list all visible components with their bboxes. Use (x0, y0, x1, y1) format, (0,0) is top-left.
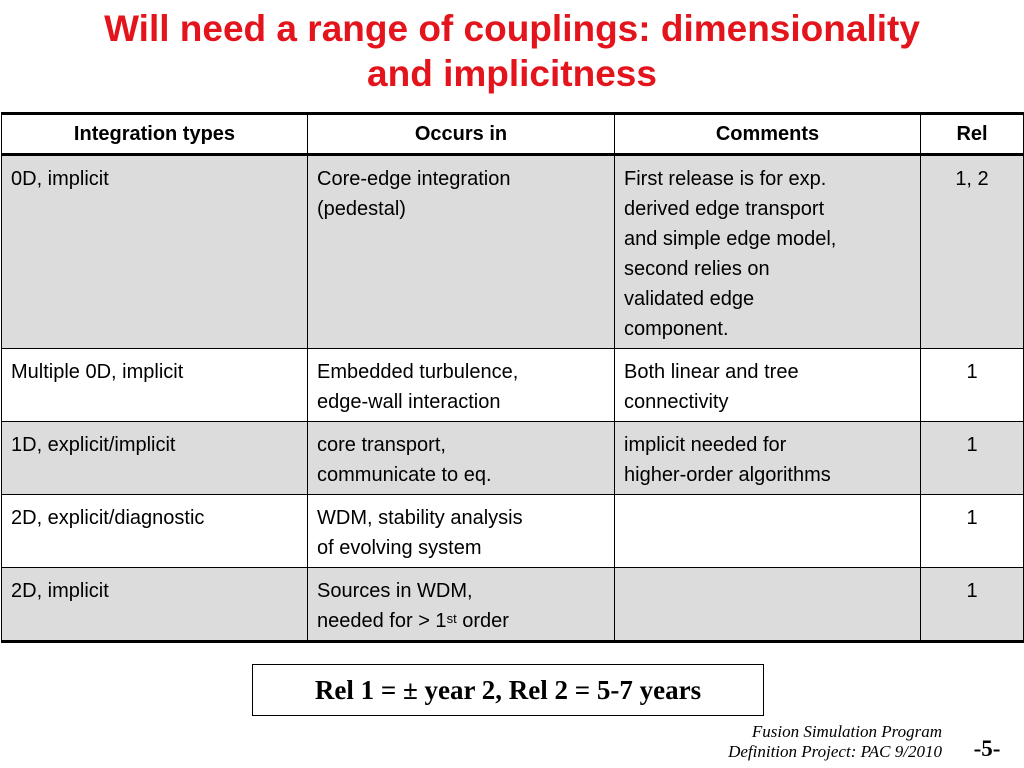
cell-occurs-in: Sources in WDM, needed for > 1st order (307, 567, 615, 643)
table-row: 1D, explicit/implicit core transport, co… (1, 421, 1024, 495)
cell-line: core transport, (317, 434, 446, 456)
footer-line-1: Fusion Simulation Program (751, 722, 942, 741)
cell-occurs-in: WDM, stability analysis of evolving syst… (307, 494, 615, 568)
cell-line: higher-order algorithms (624, 464, 831, 486)
cell-line: Embedded turbulence, (317, 361, 519, 383)
cell-rel: 1 (920, 567, 1024, 643)
cell-occurs-in: core transport, communicate to eq. (307, 421, 615, 495)
cell-comments (614, 567, 921, 643)
table-row: 2D, explicit/diagnostic WDM, stability a… (1, 494, 1024, 568)
cell-line: and simple edge model, (624, 228, 837, 250)
cell-line: derived edge transport (624, 198, 825, 220)
header-integration-types: Integration types (1, 112, 308, 156)
table-row: 0D, implicit Core-edge integration (pede… (1, 154, 1024, 349)
cell-line: (pedestal) (317, 198, 406, 220)
cell-comments: Both linear and tree connectivity (614, 348, 921, 422)
cell-integration-type: 2D, implicit (1, 567, 308, 643)
cell-integration-type: 2D, explicit/diagnostic (1, 494, 308, 568)
cell-line: implicit needed for (624, 434, 787, 456)
cell-rel: 1 (920, 494, 1024, 568)
slide-title-line-2: and implicitness (367, 53, 657, 94)
cell-line: validated edge (624, 288, 755, 310)
cell-comments (614, 494, 921, 568)
cell-rel: 1 (920, 421, 1024, 495)
table-header-row: Integration types Occurs in Comments Rel (1, 112, 1024, 156)
release-note-box: Rel 1 = ± year 2, Rel 2 = 5-7 years (252, 664, 764, 716)
header-comments: Comments (614, 112, 921, 156)
cell-line: Sources in WDM, (317, 580, 473, 602)
cell-integration-type: Multiple 0D, implicit (1, 348, 308, 422)
table-row: Multiple 0D, implicit Embedded turbulenc… (1, 348, 1024, 422)
cell-line: First release is for exp. (624, 168, 827, 190)
cell-line: needed for > 1st order (317, 606, 605, 636)
integration-table: Integration types Occurs in Comments Rel… (1, 112, 1024, 643)
cell-text: order (456, 610, 509, 632)
footer-line-2: Definition Project: PAC 9/2010 (728, 742, 942, 761)
footer-project: Fusion Simulation Program Definition Pro… (640, 722, 942, 762)
slide-title-line-1: Will need a range of couplings: dimensio… (104, 8, 920, 49)
header-rel: Rel (920, 112, 1024, 156)
cell-comments: implicit needed for higher-order algorit… (614, 421, 921, 495)
cell-line: edge-wall interaction (317, 391, 501, 413)
cell-line: second relies on (624, 258, 770, 280)
table-row: 2D, implicit Sources in WDM, needed for … (1, 567, 1024, 643)
cell-occurs-in: Core-edge integration (pedestal) (307, 154, 615, 349)
cell-line: WDM, stability analysis (317, 507, 523, 529)
cell-integration-type: 0D, implicit (1, 154, 308, 349)
cell-line: of evolving system (317, 537, 482, 559)
cell-text: needed for > 1 (317, 610, 447, 632)
superscript: st (446, 611, 457, 626)
cell-line: component. (624, 318, 729, 340)
cell-rel: 1, 2 (920, 154, 1024, 349)
cell-rel: 1 (920, 348, 1024, 422)
cell-line: Both linear and tree (624, 361, 799, 383)
header-occurs-in: Occurs in (307, 112, 615, 156)
page-number: -5- (973, 736, 1001, 761)
slide-title: Will need a range of couplings: dimensio… (0, 6, 1024, 96)
cell-line: communicate to eq. (317, 464, 492, 486)
cell-occurs-in: Embedded turbulence, edge-wall interacti… (307, 348, 615, 422)
cell-comments: First release is for exp. derived edge t… (614, 154, 921, 349)
cell-line: Core-edge integration (317, 168, 511, 190)
cell-integration-type: 1D, explicit/implicit (1, 421, 308, 495)
cell-line: connectivity (624, 391, 729, 413)
